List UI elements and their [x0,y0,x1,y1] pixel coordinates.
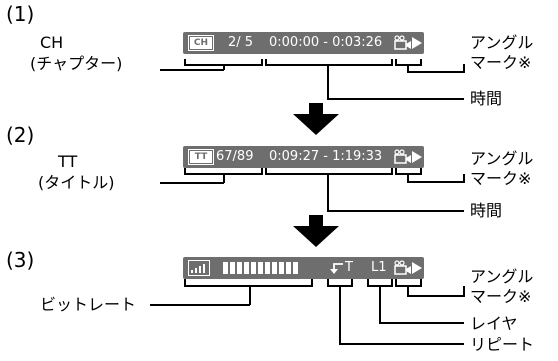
title-count: 67/89 [216,149,254,164]
step-title: CH [40,33,64,52]
layer-indicator: L1 [371,260,387,275]
signal-icon [188,260,210,276]
camera-icon [394,35,411,50]
label-layer: レイヤ [470,314,518,333]
title-badge: TT [188,149,214,165]
down-arrow-icon [293,103,339,247]
label-angle-line2: マーク※ [470,53,532,72]
step-title: TT [58,152,78,171]
chapter-badge: CH [188,35,214,51]
camera-icon [394,149,411,164]
display-bar: CH 2/ 5 0:00:00 - 0:03:26 [183,32,424,54]
camera-icon [394,260,411,275]
step-number: (1) [6,2,35,26]
step-title-sub: (チャプター) [30,54,123,73]
bitrate-meter [223,262,298,274]
label-repeat: リピート [470,335,535,354]
label-angle-line1: アングル [470,33,534,52]
repeat-icon [330,263,343,274]
display-bar: TT 67/89 0:09:27 - 1:19:33 [183,146,424,168]
label-angle-line1: アングル [470,267,534,286]
label-angle-line1: アングル [470,149,534,168]
time-range: 0:00:00 - 0:03:26 [269,35,383,50]
label-bitrate: ビットレート [40,295,137,314]
chapter-count: 2/ 5 [228,35,254,50]
label-time: 時間 [470,201,503,220]
display-bar: T L1 [183,257,424,279]
step-title-sub: (タイトル) [38,173,115,192]
play-icon [412,262,422,274]
repeat-mode: T [345,260,353,275]
label-time: 時間 [470,89,503,108]
label-angle-line2: マーク※ [470,169,532,188]
step-number: (3) [6,248,35,272]
play-icon [412,151,422,163]
label-angle-line2: マーク※ [470,287,532,306]
time-range: 0:09:27 - 1:19:33 [269,149,383,164]
step-number: (2) [6,123,35,147]
play-icon [412,37,422,49]
